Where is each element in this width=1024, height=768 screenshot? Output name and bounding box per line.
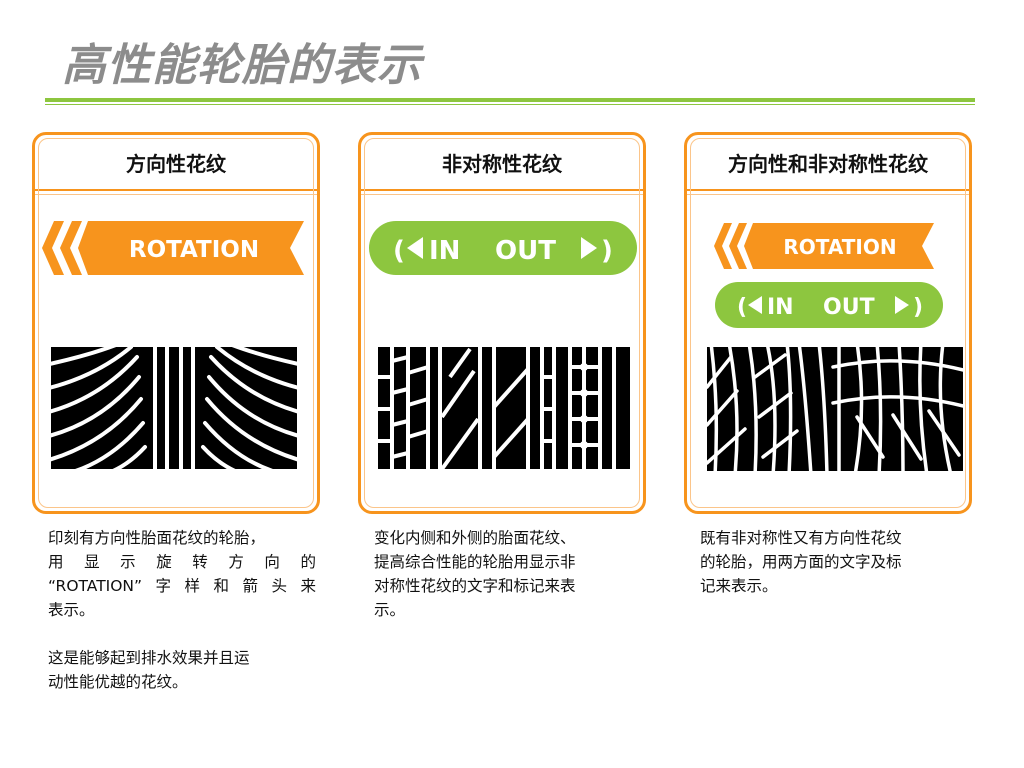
in-label: IN: [767, 295, 794, 320]
description-line: 既有非对称性又有方向性花纹: [700, 529, 902, 547]
right-arrow-icon: [581, 237, 597, 259]
description-line: 动性能优越的花纹。: [48, 673, 188, 691]
description-asymmetric: 变化内侧和外侧的胎面花纹、 提高综合性能的轮胎用显示非 对称性花纹的文字和标记来…: [374, 526, 642, 622]
description-line: 记来表示。: [700, 577, 778, 595]
svg-text:): ): [913, 295, 923, 320]
card-heading: 方向性花纹: [35, 135, 317, 195]
description-directional: 印刻有方向性胎面花纹的轮胎， 用 显 示 旋 转 方 向 的 “ROTATION…: [48, 526, 316, 694]
title-underline: [45, 98, 975, 102]
out-label: OUT: [495, 236, 556, 266]
page-title: 高性能轮胎的表示: [62, 40, 422, 91]
description-directional-asymmetric: 既有非对称性又有方向性花纹 的轮胎，用两方面的文字及标 记来表示。: [700, 526, 968, 598]
description-line: 表示。: [48, 601, 95, 619]
card-heading: 非对称性花纹: [361, 135, 643, 195]
in-out-badge: ( IN OUT ): [369, 219, 637, 277]
card-heading: 方向性和非对称性花纹: [687, 135, 969, 195]
directional-asymmetric-tread: [707, 347, 963, 475]
left-arrow-icon: [748, 296, 762, 314]
directional-tread: [51, 347, 297, 473]
svg-text:): ): [601, 236, 613, 266]
paragraph-gap: [48, 622, 316, 646]
asymmetric-tread: [378, 347, 630, 473]
card-asymmetric: 非对称性花纹 ( IN OUT ): [358, 132, 646, 514]
description-line: 的轮胎，用两方面的文字及标: [700, 553, 902, 571]
right-arrow-icon: [895, 296, 909, 314]
svg-text:(: (: [393, 236, 405, 266]
rotation-label: ROTATION: [129, 237, 259, 263]
description-line: 变化内侧和外侧的胎面花纹、: [374, 529, 576, 547]
description-line: 示。: [374, 601, 406, 619]
rotation-badge: ROTATION: [42, 219, 304, 277]
description-line: “ROTATION”字样和箭头来: [48, 577, 316, 595]
description-line: 用 显 示 旋 转 方 向 的: [48, 553, 316, 571]
card-directional: 方向性花纹 ROTATION: [32, 132, 320, 514]
left-arrow-icon: [407, 237, 423, 259]
title-underline-thin: [45, 104, 975, 105]
in-out-badge: ( IN OUT ): [715, 281, 943, 329]
in-label: IN: [429, 236, 460, 266]
description-line: 这是能够起到排水效果并且运: [48, 649, 250, 667]
description-line: 提高综合性能的轮胎用显示非: [374, 553, 576, 571]
out-label: OUT: [823, 295, 875, 320]
description-line: 对称性花纹的文字和标记来表: [374, 577, 576, 595]
description-line: 印刻有方向性胎面花纹的轮胎，: [48, 529, 266, 547]
card-directional-asymmetric: 方向性和非对称性花纹 ROTATION ( IN OUT ): [684, 132, 972, 514]
rotation-badge: ROTATION: [714, 221, 934, 271]
svg-text:(: (: [737, 295, 747, 320]
rotation-label: ROTATION: [783, 235, 896, 259]
